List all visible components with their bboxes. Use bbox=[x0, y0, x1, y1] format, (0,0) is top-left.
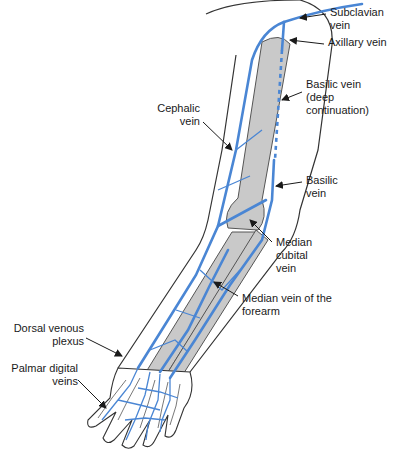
vein-label: Cephalic vein bbox=[150, 102, 200, 128]
leader-lines bbox=[78, 14, 326, 408]
deep-vein bbox=[275, 50, 282, 160]
vein-label: Basilic vein bbox=[306, 174, 356, 200]
bones bbox=[146, 37, 290, 376]
arm-outline bbox=[118, 0, 332, 372]
vein-label: Median vein of the forearm bbox=[242, 292, 334, 318]
vein-label: Basilic vein (deep continuation) bbox=[306, 78, 380, 117]
vein-label: Dorsal venous plexus bbox=[8, 322, 84, 348]
vein-label: Subclavian vein bbox=[330, 6, 392, 32]
vein-label: Palmar digital veins bbox=[2, 362, 78, 388]
hand-outline bbox=[88, 368, 192, 448]
hand-bones bbox=[98, 378, 180, 428]
vein-label: Axillary vein bbox=[328, 36, 390, 49]
vein-label: Median cubital vein bbox=[276, 236, 328, 275]
small-veins bbox=[102, 130, 262, 440]
veins bbox=[138, 4, 362, 378]
